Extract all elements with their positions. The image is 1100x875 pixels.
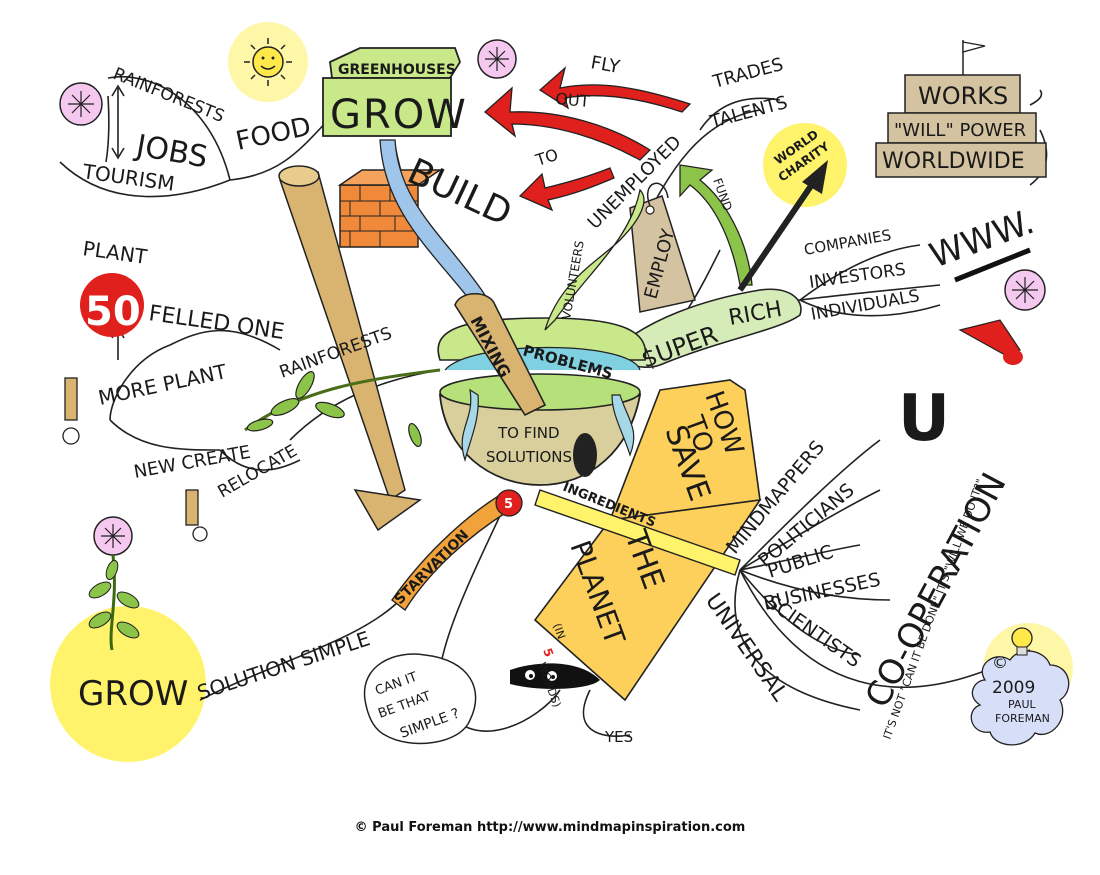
copyright-symbol: ©	[992, 653, 1008, 672]
employ-tag	[629, 182, 696, 313]
mask-creature	[510, 663, 600, 689]
rainforests-top-label: RAINFORESTS	[110, 64, 227, 127]
green-splash	[544, 188, 645, 331]
companies-label: COMPANIES	[803, 226, 893, 259]
food-label: FOOD	[233, 112, 313, 157]
grow-plant	[88, 554, 140, 651]
author-label-2: FOREMAN	[995, 712, 1050, 725]
mixing-spoon	[454, 292, 547, 417]
fly-label: FLY	[589, 52, 622, 78]
www-underline	[954, 247, 1031, 283]
lightbulb-icon	[1011, 627, 1033, 656]
flower-icon	[59, 82, 103, 126]
u-label: U	[898, 382, 950, 456]
talents-label: TALENTS	[707, 92, 790, 133]
works-stack	[875, 40, 1047, 178]
signature-cloud	[970, 650, 1070, 746]
stump-icon	[62, 377, 80, 445]
grow-bottom-label: GROW	[78, 674, 188, 714]
red-arrow-to	[518, 167, 615, 212]
in-words-num: 5	[540, 646, 556, 659]
stump-icon	[185, 489, 208, 542]
felled-one-label: FELLED ONE	[147, 301, 286, 345]
world-charity-circle	[763, 123, 847, 207]
title-band	[533, 379, 762, 702]
wooden-stake	[278, 165, 422, 532]
in-words-label-a: (IN	[550, 622, 568, 641]
leafy-branch	[244, 368, 441, 448]
flower-icon	[477, 39, 517, 79]
year-label: 2009	[992, 678, 1035, 698]
fifty-label: 50	[85, 289, 141, 335]
grow-sun-circle	[50, 606, 206, 762]
author-label-1: PAUL	[1008, 698, 1037, 711]
out-label: OUT	[555, 89, 591, 111]
starvation-label: STARVATION	[392, 527, 473, 608]
trades-label: TRADES	[710, 54, 786, 93]
works-label: WORKS	[918, 82, 1008, 110]
to-find-label: TO FIND	[497, 424, 560, 442]
solutions-label: SOLUTIONS	[486, 448, 572, 466]
sun-icon	[244, 38, 292, 86]
more-plant-label: MORE PLANT	[96, 359, 229, 410]
will-power-label: "WILL" POWER	[894, 120, 1026, 141]
to-label: TO	[532, 145, 560, 170]
speech-bubble	[363, 653, 477, 745]
exclamation-mark	[958, 319, 1023, 365]
credit-line: © Paul Foreman http://www.mindmapinspira…	[354, 820, 746, 835]
plant-label: PLANT	[81, 236, 149, 269]
yes-label: YES	[604, 728, 633, 746]
grow-top-label: GROW	[330, 92, 468, 138]
quote-label: IT'S NOT "CAN IT BE DONE" IT'S "WILL WE …	[881, 477, 988, 741]
five-label: 5	[504, 497, 513, 512]
fifty-circle	[80, 273, 144, 337]
super-rich-bubble	[618, 288, 802, 369]
red-arrow-out	[483, 86, 652, 161]
www-label: WWW.	[924, 202, 1039, 276]
solution-simple-label: SOLUTION SIMPLE	[194, 626, 373, 704]
charity-arrow	[737, 160, 828, 292]
mind-map-canvas: GREENHOUSES GROW FOOD JOBS RAINFORESTS T…	[50, 22, 1073, 762]
flower-icon	[93, 516, 133, 556]
flower-icon	[1004, 269, 1046, 311]
greenhouse-box	[322, 47, 461, 137]
five-circle	[495, 489, 523, 517]
red-arrow-fly	[538, 66, 692, 113]
greenhouses-label: GREENHOUSES	[338, 62, 456, 78]
worldwide-label: WORLDWIDE	[882, 149, 1025, 174]
green-fund-arrow	[679, 164, 753, 286]
